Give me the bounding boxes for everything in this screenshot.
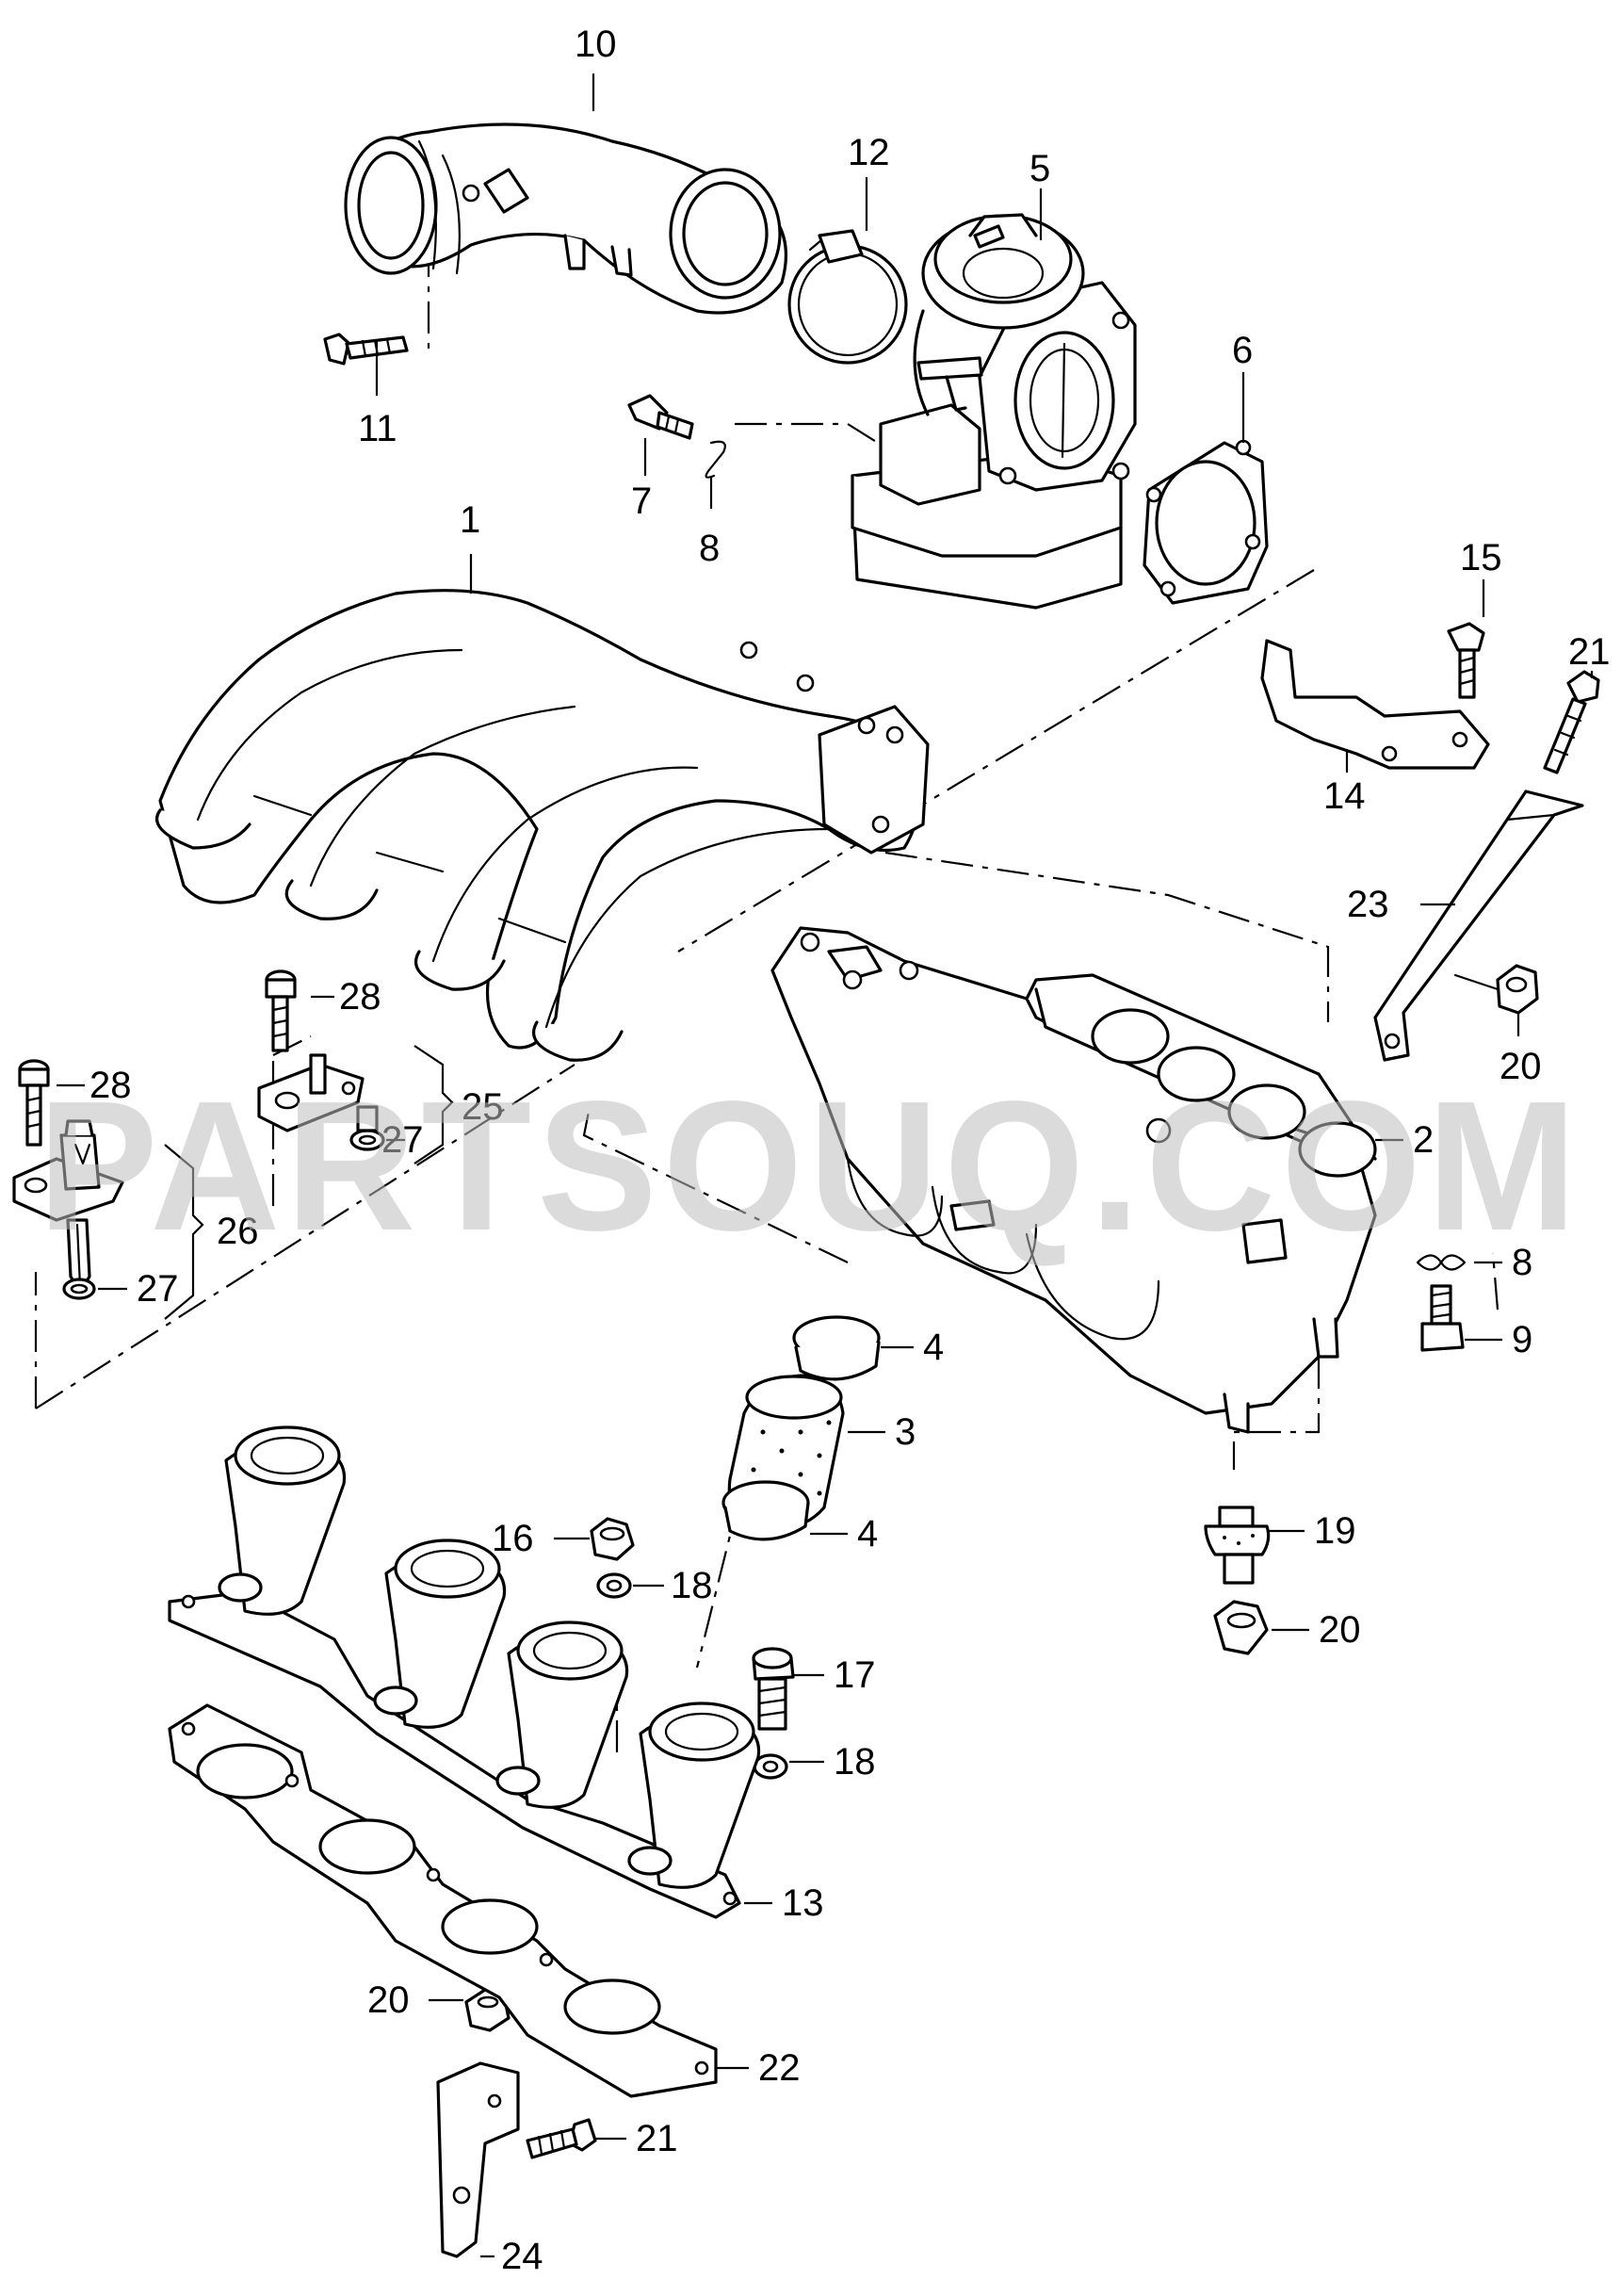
callout-2: 2 — [1413, 1119, 1434, 1161]
nut-20-lower — [464, 1988, 511, 2032]
bolt-17 — [752, 1647, 795, 1731]
callout-20-right: 20 — [1499, 1046, 1542, 1087]
hose-clamp-4-upper — [792, 1315, 881, 1381]
screw-28-upper — [265, 969, 297, 1052]
air-intake-hose — [344, 122, 787, 315]
brace-25 — [413, 1045, 454, 1164]
callout-9: 9 — [1512, 1319, 1532, 1360]
callout-3: 3 — [895, 1411, 916, 1453]
callout-13: 13 — [782, 1882, 824, 1924]
hose-clamp-12 — [787, 229, 908, 365]
bolt-21-upper — [1543, 670, 1600, 774]
bolt-9 — [1420, 1284, 1465, 1352]
runner-flange-set-13 — [168, 1425, 761, 1919]
callout-11: 11 — [358, 408, 397, 449]
sensor-26 — [12, 1119, 124, 1293]
callout-26: 26 — [217, 1211, 259, 1252]
callout-16: 16 — [492, 1518, 534, 1559]
intake-manifold-upper — [154, 589, 930, 1062]
callout-25: 25 — [462, 1086, 504, 1128]
bracket-24 — [436, 2061, 520, 2258]
bolt-7 — [627, 394, 694, 440]
callout-7: 7 — [631, 480, 652, 522]
nut-20-right — [1496, 964, 1539, 1015]
rubber-mount-19 — [1204, 1506, 1271, 1585]
bolt-15 — [1447, 622, 1485, 699]
callout-1: 1 — [460, 499, 480, 541]
washer-8-right — [1416, 1254, 1467, 1271]
callout-21-upper: 21 — [1568, 631, 1611, 673]
throttle-gasket — [1143, 439, 1269, 605]
callout-21-lower: 21 — [636, 2118, 678, 2159]
callout-20-lower: 20 — [367, 1979, 410, 2021]
callout-20-mid: 20 — [1319, 1609, 1361, 1651]
callout-6: 6 — [1232, 330, 1253, 371]
support-bar-23 — [1373, 790, 1584, 1062]
callout-4-upper: 4 — [923, 1327, 944, 1368]
callout-23: 23 — [1347, 884, 1389, 925]
callout-15: 15 — [1460, 537, 1502, 578]
callout-27-upper: 27 — [381, 1119, 424, 1161]
bracket-14 — [1260, 639, 1490, 770]
hose-clamp-4-lower — [721, 1480, 810, 1541]
brace-26 — [164, 1144, 204, 1320]
callout-4-lower: 4 — [857, 1513, 878, 1555]
washer-18-lower — [753, 1753, 788, 1780]
intake-manifold-lower — [770, 926, 1377, 1434]
callout-24: 24 — [501, 2236, 543, 2277]
callout-17: 17 — [834, 1654, 876, 1696]
callout-28-upper: 28 — [339, 976, 381, 1018]
screw-28-lower — [18, 1059, 50, 1147]
nut-16 — [590, 1517, 635, 1561]
callout-8-upper: 8 — [699, 528, 720, 569]
throttle-body — [851, 213, 1137, 610]
assembly-dash-lines — [34, 188, 1499, 2026]
callout-10: 10 — [575, 24, 617, 65]
nut-20-mid — [1213, 1600, 1269, 1655]
callout-27-lower: 27 — [137, 1268, 179, 1310]
callout-28-lower: 28 — [89, 1065, 132, 1106]
leader-lines — [57, 73, 1594, 2258]
callout-18-upper: 18 — [671, 1565, 713, 1606]
callout-18-lower: 18 — [834, 1741, 876, 1783]
bolt-21-lower — [526, 2118, 597, 2159]
o-ring-27-upper — [349, 1105, 385, 1151]
watermark: PARTSOUQ.COM — [38, 1063, 1582, 1269]
callout-8-right: 8 — [1512, 1242, 1532, 1283]
washer-18-upper — [596, 1572, 632, 1599]
runner-gasket-22 — [168, 1703, 718, 2098]
callout-22: 22 — [758, 2047, 801, 2089]
callout-19: 19 — [1314, 1510, 1356, 1552]
callout-14: 14 — [1323, 775, 1366, 817]
sensor-bracket-25 — [257, 1053, 365, 1132]
callout-12: 12 — [848, 132, 890, 173]
callout-labels: 10 11 12 5 6 7 8 1 15 21 14 23 20 2 8 9 … — [89, 24, 1611, 2277]
o-ring-27-lower — [62, 1278, 96, 1300]
bolt-11 — [323, 333, 409, 366]
callout-5: 5 — [1029, 148, 1050, 189]
washer-8-upper — [705, 440, 726, 479]
